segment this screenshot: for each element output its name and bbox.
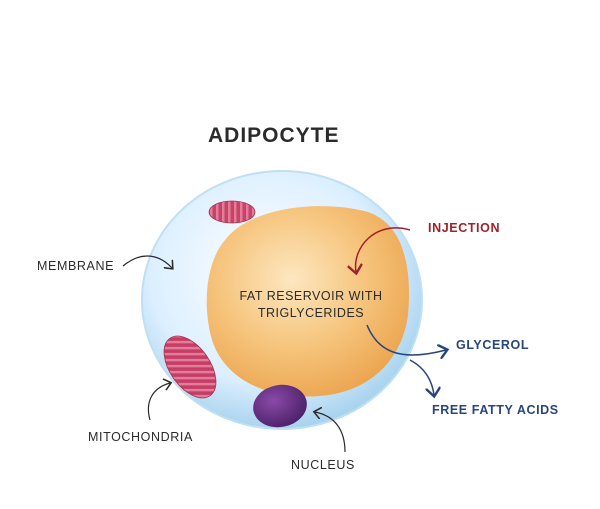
mitochondria-pointer — [147, 383, 170, 421]
fat-reservoir-label-line1: FAT RESERVOIR WITH — [239, 289, 383, 303]
diagram-title: ADIPOCYTE — [208, 124, 340, 147]
glycerol-arrow — [366, 324, 446, 355]
membrane-label: MEMBRANE — [37, 259, 115, 273]
mitochondria-label: MITOCHONDRIA — [88, 430, 193, 444]
injection-label: INJECTION — [428, 221, 501, 235]
membrane-pointer — [122, 255, 172, 268]
nucleus — [253, 384, 307, 428]
free-fatty-acids-arrow — [409, 359, 434, 395]
mitochondrion-left — [163, 335, 217, 399]
fat-reservoir-label: FAT RESERVOIR WITH TRIGLYCERIDES — [226, 288, 396, 322]
nucleus-label: NUCLEUS — [291, 458, 355, 472]
glycerol-label: GLYCEROL — [456, 338, 530, 352]
nucleus-pointer — [315, 412, 346, 453]
injection-arrow — [356, 227, 411, 272]
free-fatty-acids-label: FREE FATTY ACIDS — [432, 403, 559, 417]
fat-reservoir-label-line2: TRIGLYCERIDES — [257, 306, 365, 320]
mitochondrion-top — [208, 200, 256, 224]
